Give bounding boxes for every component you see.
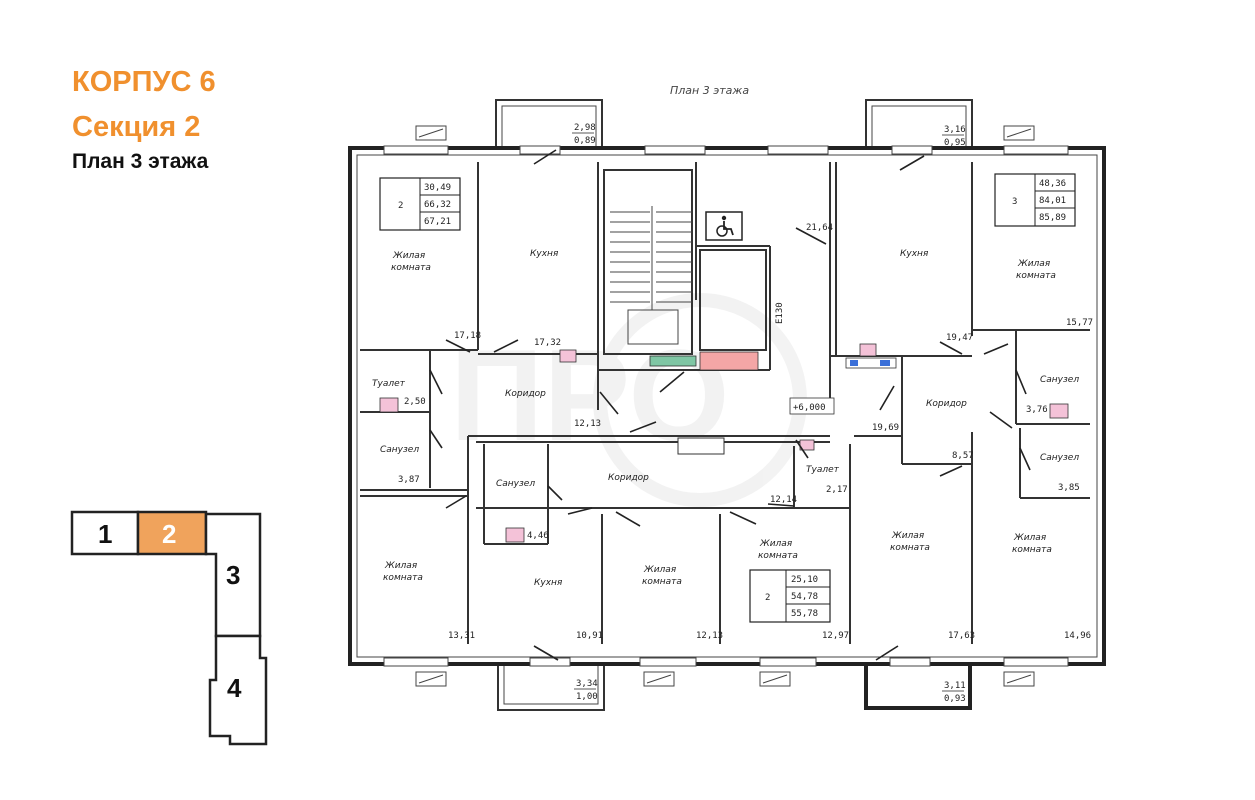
balcony-tl-coef: 0,89 — [574, 136, 596, 146]
level-mark: +6,000 — [793, 403, 826, 413]
apartment-3-area-full: 55,78 — [791, 609, 818, 619]
key-label-4: 4 — [227, 673, 242, 703]
room-toilet-l-area: 2,50 — [404, 397, 426, 407]
apartment-box-3[interactable]: 2 25,10 54,78 55,78 — [749, 569, 831, 623]
apartment-box-2[interactable]: 3 48,36 84,01 85,89 — [994, 173, 1076, 227]
balcony-bl-area: 3,34 — [576, 679, 598, 689]
room-living-tl-area: 17,18 — [454, 331, 481, 341]
room-bath-c-area: 4,46 — [527, 531, 549, 541]
room-living-tr-area: 15,77 — [1066, 318, 1093, 328]
apartment-3-rooms: 2 — [765, 593, 770, 603]
balcony-tr-coef: 0,95 — [944, 138, 966, 148]
room-bath-r1: Санузел — [1040, 375, 1079, 385]
apartment-box-1[interactable]: 2 30,49 66,32 67,21 — [379, 177, 461, 231]
elevator-label: Е130 — [775, 302, 785, 324]
room-kitchen-bc: Кухня — [534, 578, 563, 588]
balcony-tl-area: 2,98 — [574, 123, 596, 133]
apartment-1-rooms: 2 — [398, 201, 403, 211]
room-toilet-l: Туалет — [372, 379, 406, 389]
room-bath-l: Санузел — [380, 445, 419, 455]
key-section-2-active[interactable] — [136, 510, 208, 556]
room-bath-r1-area: 3,76 — [1026, 405, 1048, 415]
fixtures — [379, 343, 1069, 543]
room-landing-area: 19,69 — [872, 423, 899, 433]
room-kitchen-bc-area: 10,91 — [576, 631, 603, 641]
room-kitchen-tr: Кухня — [900, 249, 929, 259]
room-kitchen-tl: Кухня — [530, 249, 559, 259]
windows — [383, 125, 1069, 687]
room-toilet-c-area: 2,17 — [826, 485, 848, 495]
exterior-wall — [348, 146, 1106, 666]
room-bath-c: Санузел — [496, 479, 535, 489]
apartment-1-area-total: 66,32 — [424, 200, 451, 210]
apartment-3-area-living: 25,10 — [791, 575, 818, 585]
room-living-bl-area: 13,31 — [448, 631, 475, 641]
room-bath-r2: Санузел — [1040, 453, 1079, 463]
room-kitchen-tr-area: 19,47 — [946, 333, 973, 343]
balcony-tr-area: 3,16 — [944, 125, 966, 135]
room-bath-r2-area: 3,85 — [1058, 483, 1080, 493]
room-hall-area: 21,64 — [806, 223, 833, 233]
room-toilet-c: Туалет — [806, 465, 840, 475]
apartment-2-area-total: 84,01 — [1039, 196, 1066, 206]
room-corridor-l: Коридор — [505, 389, 546, 399]
watermark-logo: ПРО — [450, 293, 807, 507]
key-plan: 1 2 3 4 — [70, 510, 268, 746]
balcony-labels: 2,98 0,89 3,16 0,95 3,34 1,00 3,11 0,93 — [572, 123, 966, 704]
room-living-brr-area: 14,96 — [1064, 631, 1091, 641]
room-corridor-c-area: 12,14 — [770, 495, 797, 505]
room-living-br2-area: 12,97 — [822, 631, 849, 641]
apartment-2-area-full: 85,89 — [1039, 213, 1066, 223]
room-corridor-r: Коридор — [926, 399, 967, 409]
room-living-brc-area: 17,63 — [948, 631, 975, 641]
room-corridor-l-area: 12,13 — [574, 419, 601, 429]
staircase — [610, 206, 692, 345]
balcony-br-coef: 0,93 — [944, 694, 966, 704]
apartment-1-area-living: 30,49 — [424, 183, 451, 193]
balcony-br-area: 3,11 — [944, 681, 966, 691]
apartment-1-area-full: 67,21 — [424, 217, 451, 227]
room-corridor-r-area: 8,57 — [952, 451, 974, 461]
room-bath-l-area: 3,87 — [398, 475, 420, 485]
balconies — [495, 99, 973, 711]
room-living-bc-area: 12,13 — [696, 631, 723, 641]
apartment-2-area-living: 48,36 — [1039, 179, 1066, 189]
plan-title: План 3 этажа — [670, 84, 749, 97]
balcony-bl-coef: 1,00 — [576, 692, 598, 702]
key-label-1: 1 — [98, 519, 112, 549]
floor-title: План 3 этажа — [72, 150, 209, 173]
building-title: КОРПУС 6 — [72, 66, 216, 98]
key-section-4[interactable] — [208, 634, 268, 746]
key-label-3: 3 — [226, 560, 240, 590]
apartment-2-rooms: 3 — [1012, 197, 1017, 207]
room-kitchen-tl-area: 17,32 — [534, 338, 561, 348]
doors — [429, 149, 1031, 661]
apartment-3-area-total: 54,78 — [791, 592, 818, 602]
section-title: Секция 2 — [72, 111, 201, 143]
key-label-2: 2 — [162, 519, 176, 549]
room-corridor-c: Коридор — [608, 473, 649, 483]
wheelchair-icon — [705, 211, 743, 241]
